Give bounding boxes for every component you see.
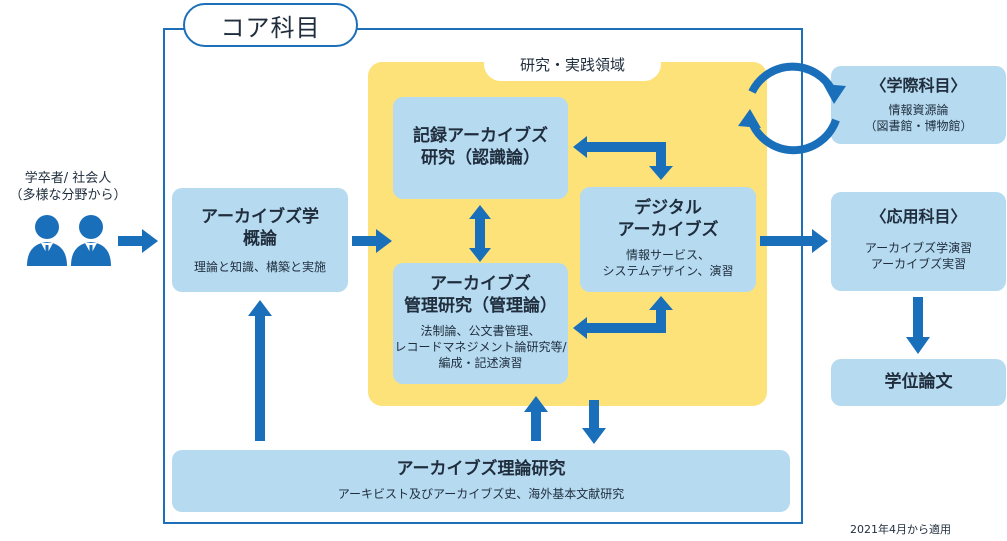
management-title-2: 管理研究（管理論） (404, 296, 557, 316)
intro-sub: 理論と知識、構築と実施 (193, 260, 326, 274)
management-sub-3: 編成・記述演習 (438, 356, 523, 370)
arrow-records-management (469, 205, 491, 262)
records-box: 記録アーカイブズ 研究（認識論） (393, 97, 568, 199)
thesis-box: 学位論文 (831, 359, 1006, 406)
footnote: 2021年4月から適用 (850, 523, 951, 536)
digital-title-2: アーカイブズ (617, 220, 719, 240)
management-box: アーカイブズ 管理研究（管理論） 法制論、公文書管理、 レコードマネジメント論研… (393, 263, 568, 384)
arrow-people-to-intro (118, 229, 158, 253)
interdisciplinary-box: 〈学際科目〉 情報資源論 （図書館・博物館） (831, 66, 1006, 144)
digital-sub-2: システムデザイン、演習 (602, 264, 734, 278)
arrow-theory-to-intro (248, 300, 272, 441)
applied-sub-1: アーカイブズ学演習 (864, 241, 973, 255)
core-title: コア科目 (183, 3, 358, 47)
arrow-records-digital (573, 136, 673, 180)
records-title-2: 研究（認識論） (421, 148, 540, 168)
research-area-label: 研究・実践領域 (484, 47, 661, 81)
interdisciplinary-title: 〈学際科目〉 (870, 76, 967, 95)
theory-box: アーカイブズ理論研究 アーキビスト及びアーカイブズ史、海外基本文献研究 (172, 450, 790, 512)
applied-box: 〈応用科目〉 アーカイブズ学演習 アーカイブズ実習 (831, 192, 1006, 291)
intro-box: アーカイブズ学 概論 理論と知識、構築と実施 (172, 188, 348, 292)
management-sub-2: レコードマネジメント論研究等/ (394, 340, 567, 354)
cycle-arrowhead-left (738, 109, 761, 128)
intro-title-2: 概論 (243, 229, 277, 249)
people-caption: 学卒者/ 社会人 （多様な分野から） (6, 170, 130, 204)
people-caption-line1: 学卒者/ 社会人 (24, 171, 112, 186)
digital-sub-1: 情報サービス、 (625, 248, 710, 262)
thesis-title: 学位論文 (884, 372, 953, 392)
arrow-management-digital (573, 296, 673, 339)
people-icon (27, 215, 111, 266)
arrow-theory-to-management (524, 396, 548, 441)
arrow-applied-to-thesis (906, 297, 930, 354)
theory-sub: アーキビスト及びアーカイブズ史、海外基本文献研究 (337, 487, 625, 501)
interdisciplinary-sub-2: （図書館・博物館） (864, 119, 973, 133)
interdisciplinary-sub-1: 情報資源論 (888, 103, 949, 117)
records-title-1: 記録アーカイブズ (413, 126, 548, 146)
management-title-1: アーカイブズ (430, 274, 531, 294)
core-frame (163, 28, 803, 524)
management-sub-1: 法制論、公文書管理、 (420, 324, 541, 338)
cycle-arrows-icon (747, 62, 840, 155)
digital-box: デジタル アーカイブズ 情報サービス、 システムデザイン、演習 (580, 187, 756, 292)
applied-sub-2: アーカイブズ実習 (870, 257, 967, 271)
arrow-intro-to-management (352, 229, 392, 253)
applied-title: 〈応用科目〉 (870, 207, 967, 226)
theory-title: アーカイブズ理論研究 (396, 459, 566, 479)
people-caption-line2: （多様な分野から） (9, 188, 127, 203)
digital-title-1: デジタル (634, 198, 702, 218)
cycle-arrowhead-right (823, 84, 846, 104)
arrow-management-to-theory (582, 400, 606, 444)
intro-title-1: アーカイブズ学 (201, 207, 319, 227)
arrow-digital-to-applied (760, 229, 828, 253)
